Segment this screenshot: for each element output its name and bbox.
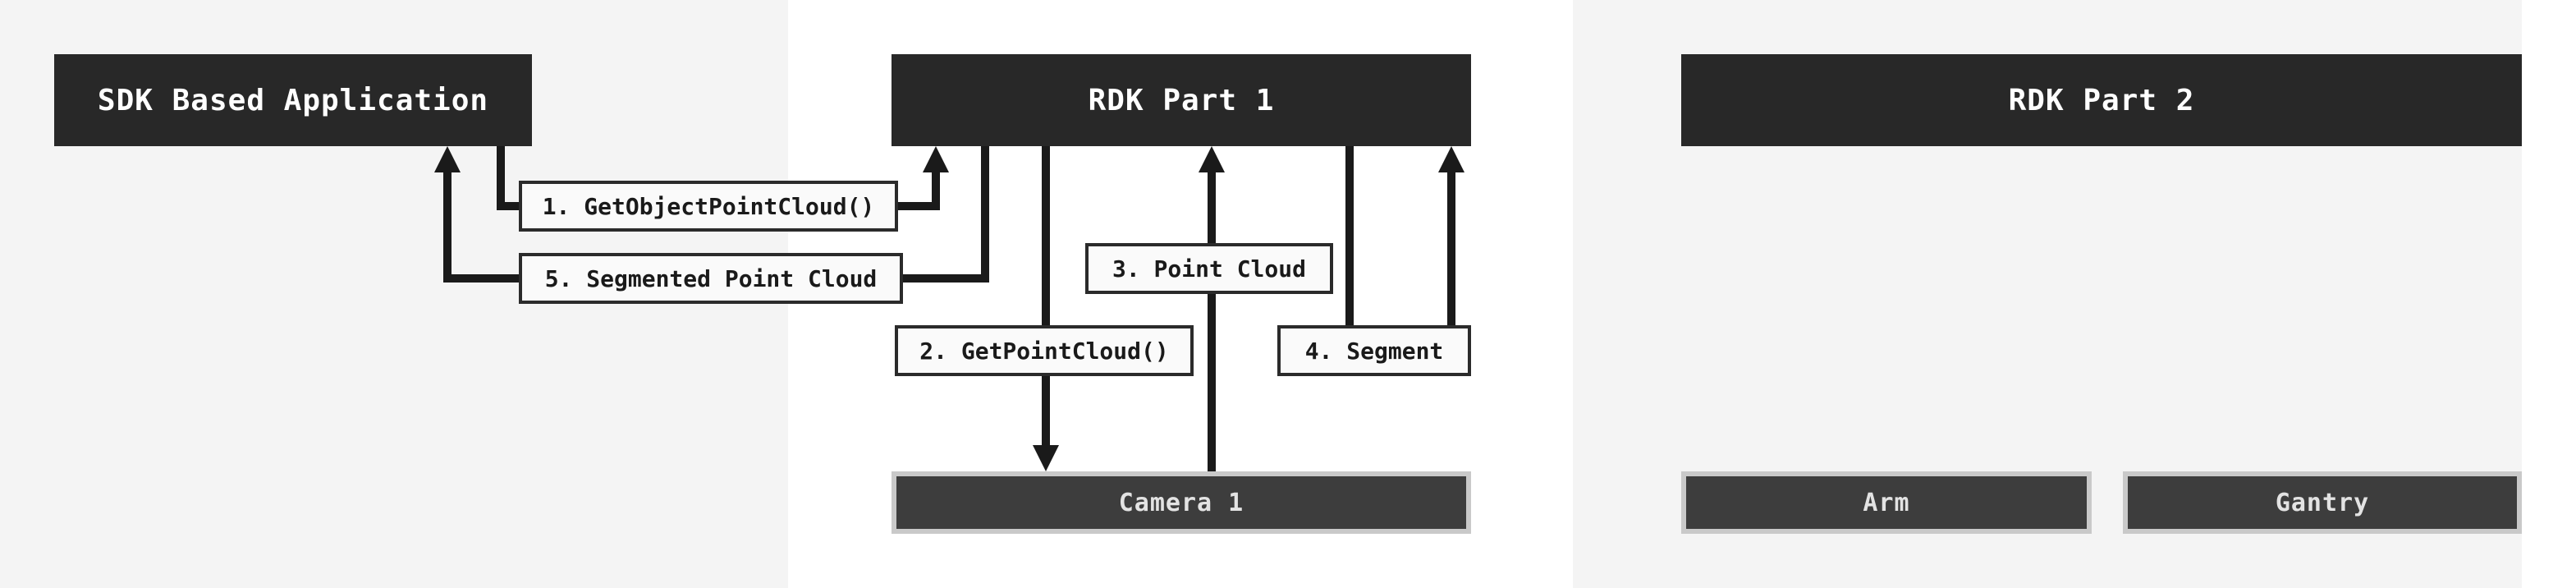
- arrow-msg2-down-segment: [1042, 146, 1050, 447]
- arrow-msg1-arrowhead: [923, 146, 949, 172]
- arrow-msg4-arrowhead: [1438, 146, 1464, 172]
- arrow-msg3-up-segment: [1208, 169, 1216, 471]
- arrow-msg2-arrowhead: [1033, 445, 1059, 471]
- node-label: Arm: [1863, 488, 1910, 517]
- node-gantry: Gantry: [2123, 471, 2522, 534]
- message-text: 5. Segmented Point Cloud: [544, 264, 878, 292]
- message-text: 2. GetPointCloud(): [919, 337, 1169, 365]
- arrow-msg5-arrowhead: [434, 146, 461, 172]
- node-arm: Arm: [1681, 471, 2092, 534]
- message-text: 1. GetObjectPointCloud(): [542, 192, 875, 220]
- arrow-msg5-down-segment: [981, 146, 989, 283]
- message-label-get-point-cloud: 2. GetPointCloud(): [895, 325, 1194, 376]
- arrow-msg5-up-segment: [443, 169, 451, 283]
- node-label: RDK Part 2: [2008, 83, 2195, 117]
- node-camera-1: Camera 1: [892, 471, 1471, 534]
- arrow-msg3-arrowhead: [1199, 146, 1225, 172]
- message-label-segmented-point-cloud: 5. Segmented Point Cloud: [519, 253, 903, 304]
- arrow-msg1-down-segment: [497, 146, 505, 210]
- node-sdk-based-application: SDK Based Application: [54, 54, 532, 146]
- message-text: 4. Segment: [1304, 337, 1444, 365]
- arrow-msg4-up-segment: [1447, 169, 1455, 351]
- message-label-get-object-point-cloud: 1. GetObjectPointCloud(): [519, 181, 898, 232]
- arrow-msg1-up-segment: [932, 169, 940, 210]
- node-label: Gantry: [2275, 488, 2370, 517]
- node-rdk-part-1: RDK Part 1: [892, 54, 1471, 146]
- message-text: 3. Point Cloud: [1112, 255, 1306, 283]
- node-label: RDK Part 1: [1088, 83, 1275, 117]
- message-label-segment: 4. Segment: [1277, 325, 1471, 376]
- node-label: Camera 1: [1118, 488, 1244, 517]
- node-label: SDK Based Application: [97, 83, 489, 117]
- arrow-msg4-down-segment: [1345, 146, 1354, 351]
- message-label-point-cloud: 3. Point Cloud: [1085, 243, 1333, 294]
- node-rdk-part-2: RDK Part 2: [1681, 54, 2522, 146]
